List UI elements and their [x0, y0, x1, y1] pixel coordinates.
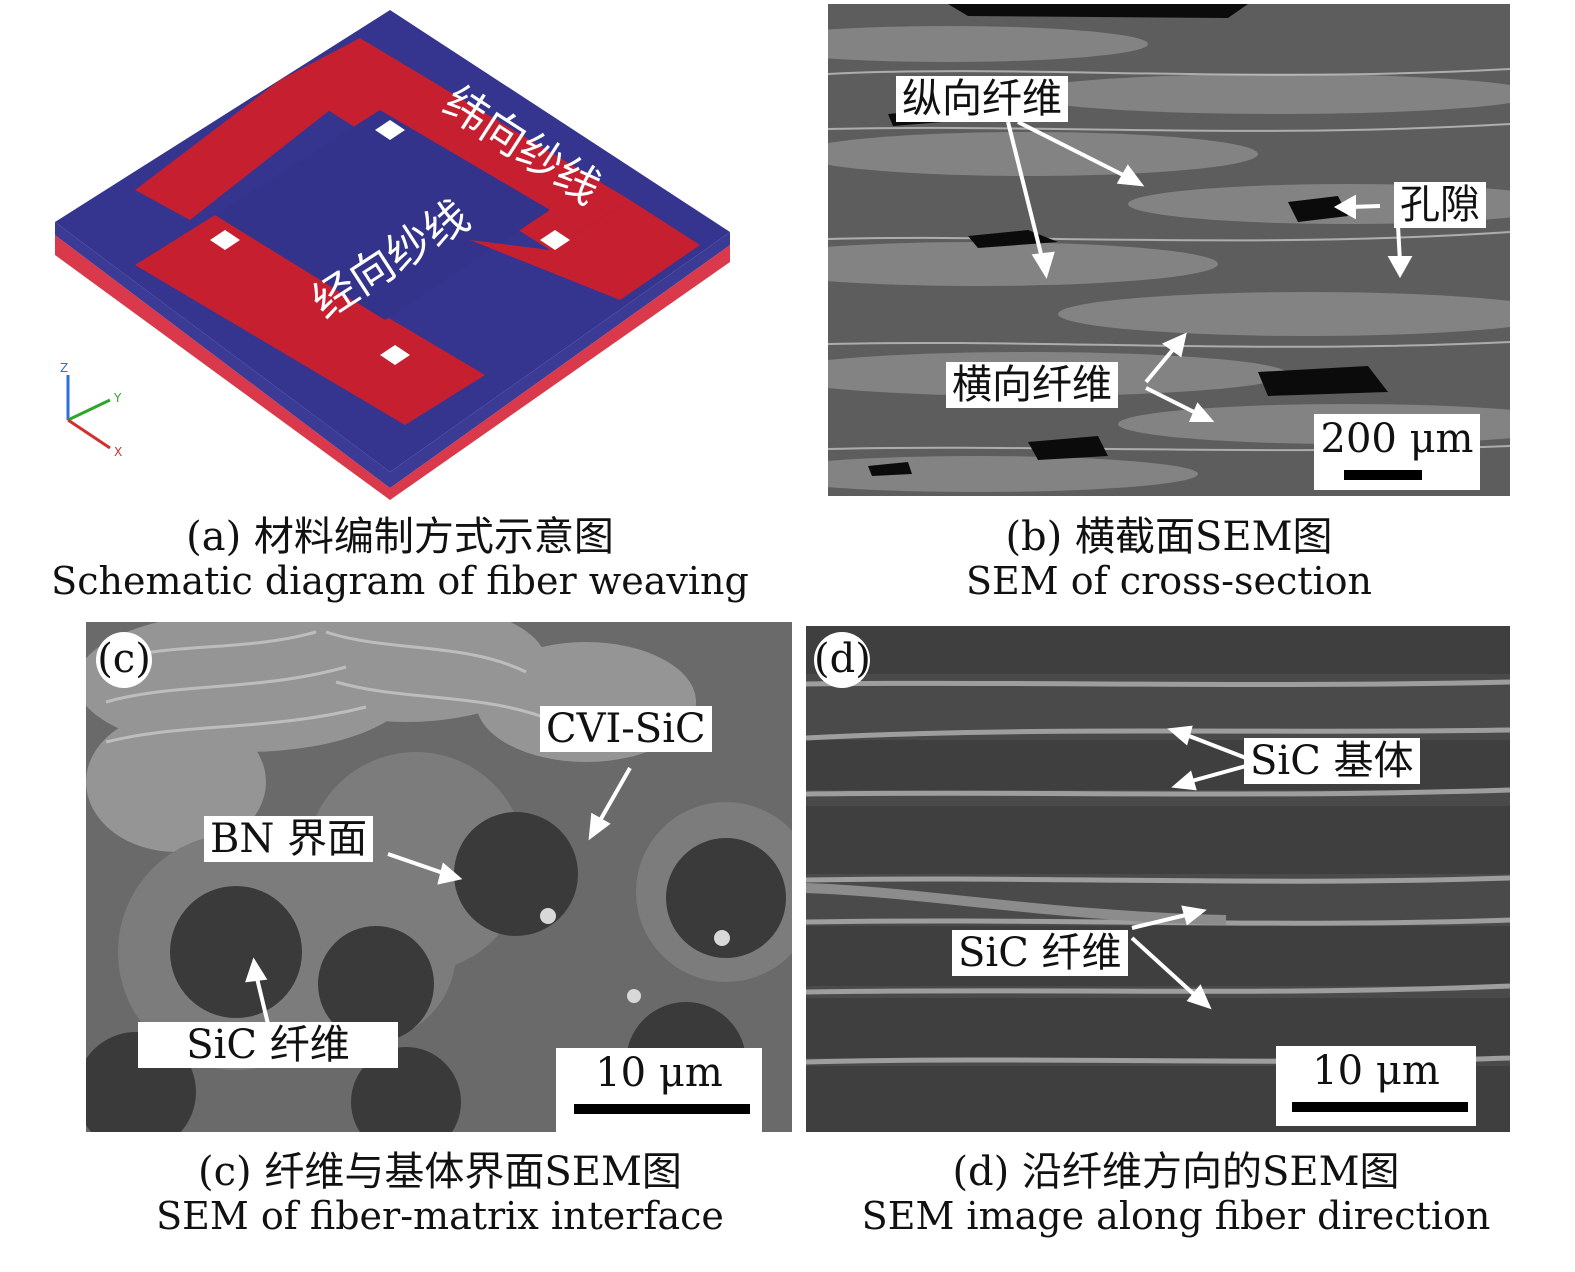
weft-yarn-right	[470, 200, 700, 300]
caption-a-zh: (a) 材料编制方式示意图	[186, 514, 614, 560]
scale-bar-b-text: 200 μm	[1320, 416, 1474, 462]
weave-gap	[380, 345, 410, 365]
caption-c-zh: (c) 纤维与基体界面SEM图	[198, 1149, 682, 1195]
caption-c: (c) 纤维与基体界面SEM图 SEM of fiber-matrix inte…	[40, 1150, 840, 1237]
caption-b: (b) 横截面SEM图 SEM of cross-section	[828, 515, 1510, 602]
axis-triad-icon: Z Y X	[60, 361, 122, 459]
panel-d-along-fiber-sem: (d) SiC 基体 SiC 纤维 10 μm	[806, 626, 1510, 1132]
axis-y-label: Y	[113, 391, 122, 405]
slab-side-blue-right	[390, 232, 730, 488]
scale-bar-c-line	[574, 1104, 750, 1114]
annotation-arrows-c	[245, 767, 632, 1025]
panel-a-weave-schematic: 纬向纱线 经向纱线 Z Y X	[40, 0, 760, 500]
weft-yarn-lower	[135, 215, 485, 425]
scale-bar-d-text: 10 μm	[1312, 1048, 1440, 1094]
scale-bar-c-text: 10 μm	[595, 1050, 723, 1096]
label-sic-fiber-c: SiC 纤维	[138, 1022, 398, 1068]
slab-side-blue-left	[55, 222, 390, 488]
panel-b-cross-section-sem: 纵向纤维 孔隙 横向纤维 200 μm	[828, 4, 1510, 496]
axis-z-label: Z	[60, 361, 68, 375]
caption-b-en: SEM of cross-section	[966, 558, 1372, 603]
annotation-arrows-d	[1130, 725, 1247, 1010]
caption-b-zh: (b) 横截面SEM图	[1005, 514, 1333, 560]
caption-a-en: Schematic diagram of fiber weaving	[51, 558, 749, 603]
panel-d-letter: (d)	[814, 632, 871, 688]
label-bn-interface: BN 界面	[204, 816, 374, 862]
caption-a: (a) 材料编制方式示意图 Schematic diagram of fiber…	[40, 515, 760, 602]
axis-x-label: X	[114, 445, 122, 459]
scale-bar-b: 200 μm	[1314, 414, 1480, 490]
caption-d-zh: (d) 沿纤维方向的SEM图	[952, 1149, 1400, 1195]
scale-bar-d: 10 μm	[1276, 1046, 1476, 1126]
weft-yarn-left	[135, 80, 330, 220]
scale-bar-c: 10 μm	[556, 1048, 762, 1132]
label-cvi-sic: CVI-SiC	[540, 706, 712, 752]
weave-gap	[540, 230, 570, 250]
label-transverse-fiber: 横向纤维	[946, 362, 1118, 408]
caption-d: (d) 沿纤维方向的SEM图 SEM image along fiber dir…	[806, 1150, 1546, 1237]
warp-yarn-center	[215, 110, 550, 320]
label-sic-matrix: SiC 基体	[1244, 738, 1420, 784]
label-pore: 孔隙	[1394, 182, 1486, 228]
panel-c-letter: (c)	[96, 632, 152, 688]
label-longitudinal-fiber: 纵向纤维	[896, 76, 1068, 122]
weave-gap	[210, 230, 240, 250]
label-sic-fiber-d: SiC 纤维	[952, 930, 1128, 976]
caption-d-en: SEM image along fiber direction	[861, 1193, 1491, 1238]
weave-diagram: 纬向纱线 经向纱线 Z Y X	[55, 10, 730, 500]
weave-gap	[375, 120, 405, 140]
caption-c-en: SEM of fiber-matrix interface	[156, 1193, 724, 1238]
panel-c-interface-sem: (c) CVI-SiC BN 界面 SiC 纤维 10 μm	[86, 622, 792, 1132]
weft-yarn-upper	[280, 38, 630, 250]
scale-bar-b-line	[1344, 470, 1422, 480]
scale-bar-d-line	[1292, 1102, 1468, 1112]
annotation-arrows	[1006, 120, 1413, 422]
